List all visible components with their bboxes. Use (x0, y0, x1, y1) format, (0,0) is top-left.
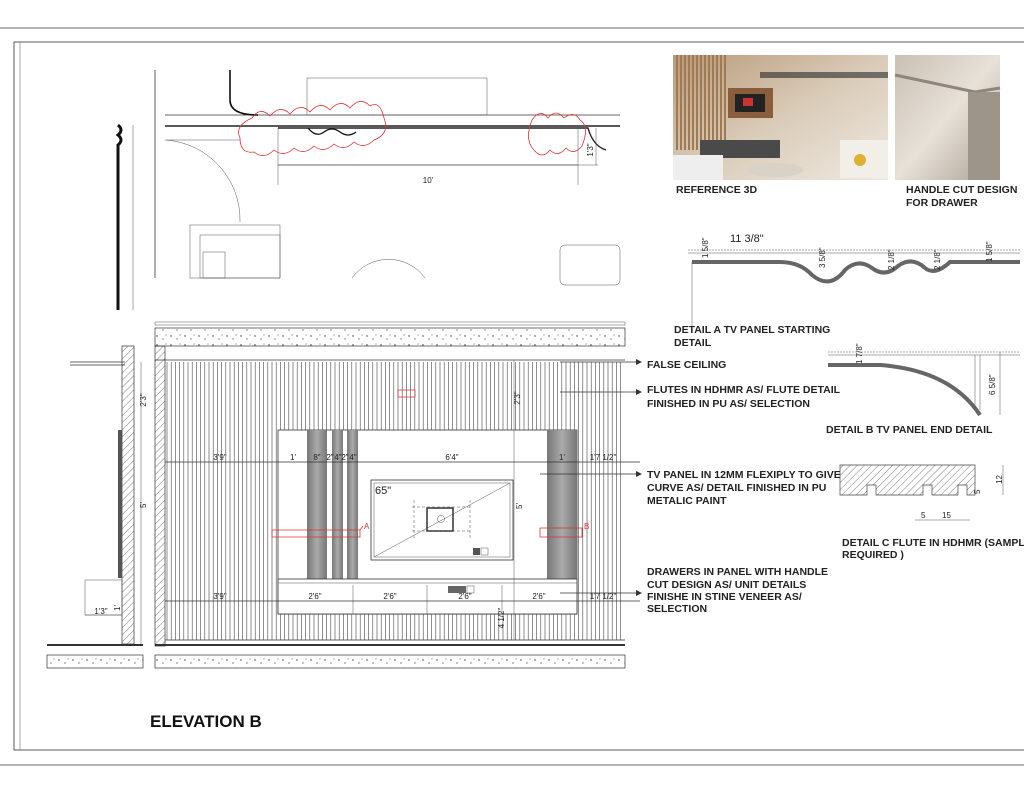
wall-slat (676, 55, 678, 150)
reference-3d-image (673, 55, 888, 180)
detail-a-caption-line2: DETAIL (674, 337, 712, 349)
revision-cloud (238, 101, 586, 156)
dim-text: 12 (995, 475, 1004, 484)
dim-text: 3 5/8" (818, 247, 827, 268)
dim-text: 15 (942, 511, 951, 520)
dim-text: 2'6" (532, 592, 545, 601)
handle-cut-image (894, 55, 1001, 180)
dim-text: 5 (921, 511, 926, 520)
dim-text: 4" (349, 453, 356, 462)
elevation-b: 65" A B 3'9" 1' 8" 2" 4" 2" 4" 6'4" 1' (154, 321, 640, 669)
plan-depth-dimension: 1'3" (586, 143, 595, 156)
dim-text: 2'6" (308, 592, 321, 601)
side-shelf-depth: 1'3" (94, 607, 107, 616)
wall-slat (680, 55, 682, 150)
dim-text: 2'6" (383, 592, 396, 601)
section-marker-b: B (584, 522, 589, 531)
reference-3d-caption: REFERENCE 3D (676, 184, 758, 196)
dim-text: 1 7/8" (855, 343, 864, 364)
wall-slat (712, 55, 714, 150)
dim-text: 3'9" (213, 453, 226, 462)
dim-text: 6'4" (445, 453, 458, 462)
dim-text: 2" (326, 453, 333, 462)
section-marker-a: A (364, 522, 370, 531)
wall-slat (708, 55, 710, 150)
detail-a: 11 3/8" 1 5/8" 3 5/8" 2 1/8" 2 1/8" 1 5/… (688, 233, 1020, 330)
note-false-ceiling: FALSE CEILING (647, 359, 726, 371)
wall-slat (696, 55, 698, 150)
dim-text: 4" (334, 453, 341, 462)
dim-text: 1'7 1/2" (590, 592, 617, 601)
dim-text: 2 1/8" (933, 249, 942, 270)
plan-width-dimension: 10' (423, 176, 434, 185)
wall-slat (692, 55, 694, 150)
dim-text: 8" (313, 453, 320, 462)
plinth-dimension: 4 1/2" (497, 608, 506, 629)
note-leaders (540, 359, 642, 596)
dim-text: 1 5/8" (701, 237, 710, 258)
panel-strip (332, 430, 343, 580)
detail-a-width-dim: 11 3/8" (730, 233, 764, 245)
dim-text: 3'9" (213, 592, 226, 601)
note-tv-panel-line3: METALIC PAINT (647, 495, 727, 507)
panel-strip (307, 430, 327, 580)
note-drawers-line1: DRAWERS IN PANEL WITH HANDLE (647, 566, 828, 578)
wall-slat (684, 55, 686, 150)
wall-slat (716, 55, 718, 150)
height-upper-dimension: 2'3" (513, 391, 522, 404)
note-flutes-line1: FLUTES IN HDHMR AS/ FLUTE DETAIL (647, 384, 841, 396)
tv-screen: 65" (370, 479, 514, 561)
detail-b-caption: DETAIL B TV PANEL END DETAIL (826, 424, 993, 436)
dim-text: 1' (559, 453, 565, 462)
sheet-frame (0, 27, 1024, 766)
panel-strip (547, 430, 577, 580)
panel-strip (347, 430, 358, 580)
dim-text: 5 (973, 489, 982, 494)
dim-text: 2'6" (458, 592, 471, 601)
handle-cut-caption-line1: HANDLE CUT DESIGN (906, 184, 1017, 196)
wall-slat (704, 55, 706, 150)
dim-text: 1 5/8" (985, 241, 994, 262)
note-tv-panel-line2: CURVE AS/ DETAIL FINISHED IN PU (647, 482, 826, 494)
side-section: 2'3" 5' 1'3" 1' (46, 345, 148, 669)
wall-slat (720, 55, 722, 150)
note-drawers-line3: FINISHE IN STINE VENEER AS/ (647, 591, 802, 603)
note-drawers-line4: SELECTION (647, 603, 707, 615)
detail-a-caption-line1: DETAIL A TV PANEL STARTING (674, 324, 830, 336)
annotation-notes: FALSE CEILING FLUTES IN HDHMR AS/ FLUTE … (647, 359, 841, 615)
sheet-title: ELEVATION B (150, 712, 262, 731)
top-dimensions: 3'9" 1' 8" 2" 4" 2" 4" 6'4" 1' 1'7 1/2" (213, 453, 616, 462)
floor-plan: 10' 1'3" (115, 70, 621, 310)
bottom-dimensions: 3'9" 2'6" 2'6" 2'6" 2'6" 1'7 1/2" (213, 592, 616, 601)
wall-slat (688, 55, 690, 150)
dim-text: 1' (290, 453, 296, 462)
dim-text: 6 5/8" (988, 374, 997, 395)
detail-c-caption-line2: REQUIRED ) (842, 549, 904, 561)
detail-b: 1 7/8" 6 5/8" (828, 343, 1020, 417)
side-panel-dimension: 5' (139, 502, 148, 508)
detail-c: 12 5 5 15 (839, 464, 1004, 521)
dim-text: 2" (341, 453, 348, 462)
note-tv-panel-line1: TV PANEL IN 12MM FLEXIPLY TO GIVE (647, 469, 841, 481)
wall-slat (724, 55, 726, 150)
tv-size-label: 65" (375, 485, 391, 497)
handle-cut-caption-line2: FOR DRAWER (906, 197, 978, 209)
note-flutes-line2: FINISHED IN PU AS/ SELECTION (647, 398, 810, 410)
dim-text: 1'7 1/2" (590, 453, 617, 462)
side-upper-dimension: 2'3" (139, 393, 148, 406)
detail-c-caption-line1: DETAIL C FLUTE IN HDHMR (SAMPLE (842, 537, 1024, 549)
drawer-unit (277, 578, 578, 615)
note-drawers-line2: CUT DESIGN AS/ UNIT DETAILS (647, 579, 806, 591)
dim-text: 2 1/8" (887, 249, 896, 270)
side-shelf-height: 1' (113, 605, 122, 611)
height-panel-dimension: 5' (515, 503, 524, 509)
wall-slat (700, 55, 702, 150)
